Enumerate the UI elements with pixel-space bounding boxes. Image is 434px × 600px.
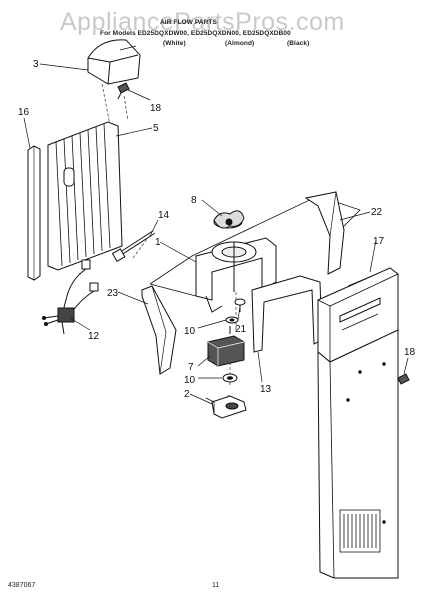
part-3-duct-cap <box>87 39 141 85</box>
color-label-black: (Black) <box>287 40 310 47</box>
part-22-air-deflector <box>304 191 345 275</box>
callout-13: 13 <box>260 384 272 395</box>
part-10-washer-lower <box>222 373 238 383</box>
callout-14: 14 <box>158 210 170 221</box>
part-14-heater-tube <box>111 230 156 263</box>
part-number: 4387067 <box>8 582 36 589</box>
part-7-fan-motor <box>207 326 245 367</box>
diagram-title: AIR FLOW PARTS <box>160 19 217 26</box>
rear-panel <box>317 329 399 579</box>
part-5-evaporator-cover <box>47 121 123 271</box>
part-23-side-baffle <box>141 285 177 375</box>
callout-22: 22 <box>371 207 383 218</box>
callout-16: 16 <box>18 107 30 118</box>
color-label-almond: (Almond) <box>225 40 255 47</box>
part-16-seal-strip <box>27 145 41 281</box>
callout-17: 17 <box>373 236 385 247</box>
callout-10-lower: 10 <box>184 375 196 386</box>
callout-5: 5 <box>153 123 159 134</box>
callout-12: 12 <box>88 331 100 342</box>
model-list: For Models ED25DQXDW00, ED25DQXDN00, ED2… <box>100 30 291 37</box>
callout-21: 21 <box>235 324 247 335</box>
callout-7: 7 <box>188 362 194 373</box>
part-12-wire-harness <box>42 259 99 335</box>
callout-10-upper: 10 <box>184 326 196 337</box>
part-13-channel-gasket <box>251 275 323 353</box>
callout-18-lower: 18 <box>404 347 416 358</box>
callout-3: 3 <box>33 59 39 70</box>
leader-lines <box>23 63 409 405</box>
part-2-motor-bracket <box>205 395 247 419</box>
callout-18-upper: 18 <box>150 103 162 114</box>
page-number: 11 <box>212 582 220 589</box>
callout-1: 1 <box>155 237 161 248</box>
part-10-washer-upper <box>225 316 239 324</box>
color-label-white: (White) <box>163 40 186 47</box>
part-8-fan-blade <box>213 210 245 229</box>
part-21-grommet <box>234 298 246 312</box>
callout-8: 8 <box>191 195 197 206</box>
callout-23: 23 <box>107 288 119 299</box>
watermark: AppliancePartsPros.com <box>60 8 345 36</box>
fan-shroud-bracket <box>195 237 277 313</box>
callout-2: 2 <box>184 389 190 400</box>
part-18-screw-upper <box>117 82 130 100</box>
